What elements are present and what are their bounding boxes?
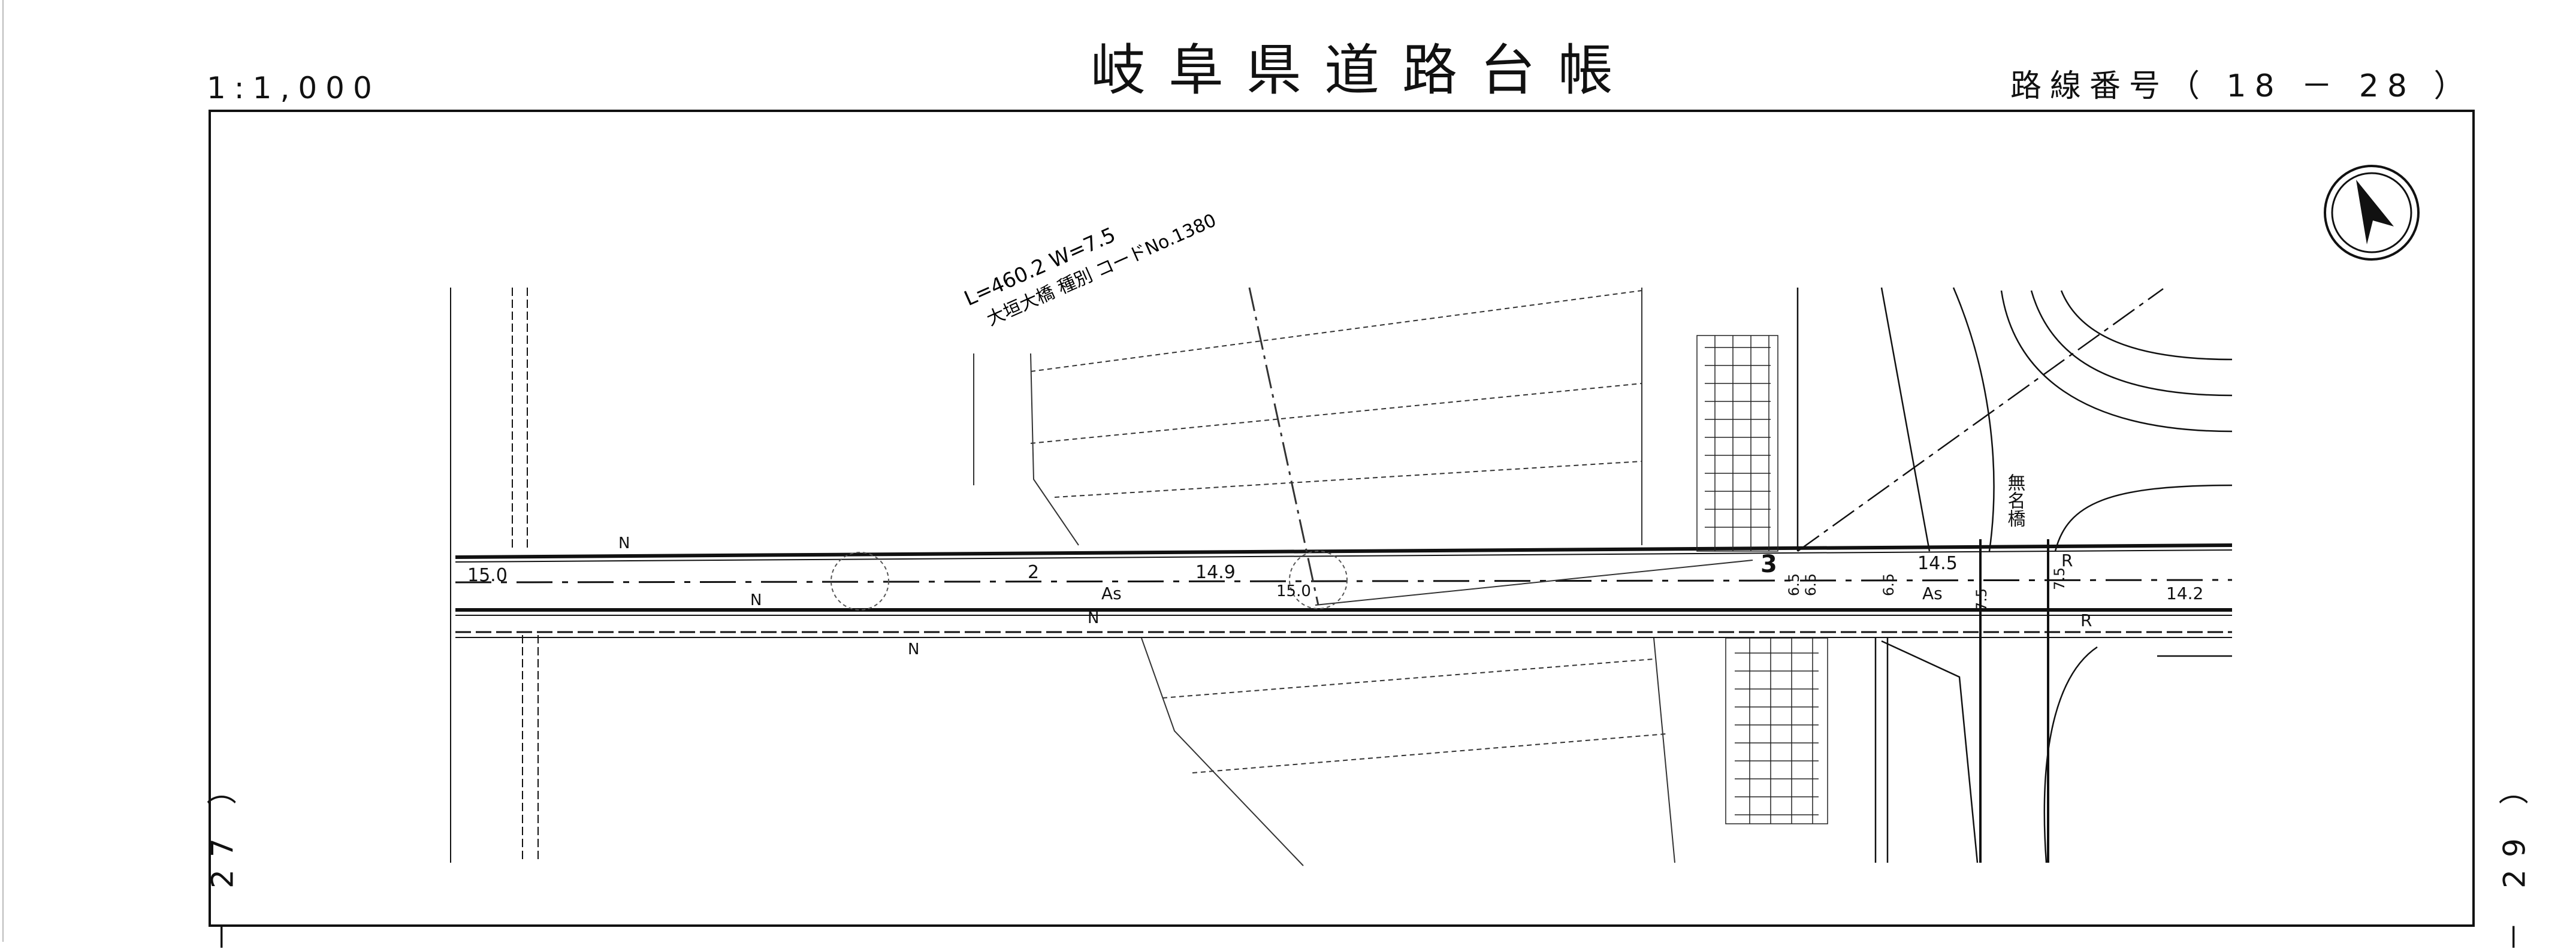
- width-label: 7.5: [1973, 588, 1990, 611]
- width-label: 15.0: [467, 565, 508, 586]
- intersection-right: [1796, 287, 2233, 863]
- label-n: N: [750, 591, 762, 609]
- map-labels: N N N N As As 2 3 R R 無名橋: [618, 473, 2092, 658]
- embankment-hatch: [1696, 335, 1828, 824]
- label-as: As: [1101, 584, 1122, 603]
- map-frame: [209, 110, 2475, 927]
- section-number: 3: [1760, 551, 1777, 578]
- width-label: 15.0: [1276, 582, 1311, 600]
- label-n: N: [1088, 609, 1099, 627]
- main-road: [455, 543, 2233, 638]
- section-number: 2: [1028, 562, 1039, 583]
- width-label: 14.5: [1917, 553, 1958, 574]
- north-arrow-icon: [2324, 165, 2420, 261]
- label-n: N: [908, 640, 919, 658]
- bridge-annotation: L=460.2 W=7.5 大垣大橋 種別 コードNo.1380: [961, 210, 1219, 330]
- width-label: 6.5: [1786, 573, 1802, 596]
- width-label: 6.5: [1802, 573, 1819, 596]
- side-road-left: [450, 288, 539, 863]
- parcel-lines: [973, 287, 1753, 866]
- width-label: 6.5: [1880, 573, 1897, 596]
- route-number: 路線番号（ 18 － 28 ）: [2010, 68, 2474, 104]
- width-labels: 15.0 14.9 15.0 14.5 14.2 6.5 6.5 6.5 7.5…: [467, 553, 2203, 611]
- width-label: 14.9: [1195, 562, 1236, 583]
- width-label: 14.2: [2166, 584, 2203, 603]
- scale-label: 1:1,000: [207, 71, 380, 105]
- bridge-name-label: 無名橋: [2004, 473, 2026, 527]
- label-r: R: [2061, 551, 2073, 570]
- label-n: N: [618, 534, 630, 552]
- label-r: R: [2080, 611, 2092, 630]
- page-title: 岐阜県道路台帳: [1091, 38, 1636, 102]
- width-label: 7.5: [2051, 567, 2068, 590]
- label-as: As: [1922, 584, 1943, 603]
- culvert-markers: [831, 551, 1348, 611]
